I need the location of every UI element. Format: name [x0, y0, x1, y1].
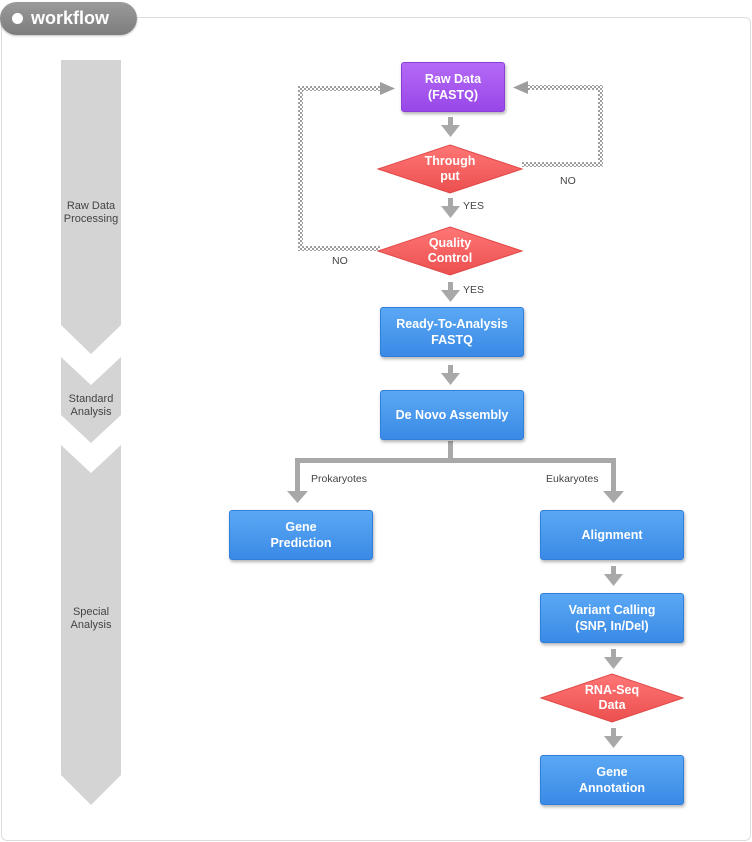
- bullet-icon: [12, 13, 23, 24]
- edge-label-quality-yes: YES: [463, 284, 485, 296]
- branch-connector: [287, 441, 624, 503]
- down-arrow-icon: [441, 198, 460, 218]
- node-variant-calling: Variant Calling (SNP, In/Del): [540, 593, 684, 643]
- stage-label-standard-analysis: Standard Analysis: [68, 393, 114, 418]
- node-gene-prediction: Gene Prediction: [229, 510, 373, 560]
- edge-label-throughput-yes: YES: [463, 200, 485, 212]
- decision-quality-control: [376, 226, 524, 276]
- decision-rna-seq-data: [539, 673, 685, 723]
- page-title: workflow: [31, 8, 110, 28]
- decision-throughput-label: Through put: [424, 154, 476, 183]
- node-alignment: Alignment: [540, 510, 684, 560]
- down-arrow-icon: [604, 728, 623, 748]
- stage-chevron-standard-analysis: [61, 357, 121, 443]
- decision-quality-control-label: Quality Control: [427, 236, 473, 265]
- down-arrow-icon: [441, 282, 460, 302]
- down-arrow-icon: [604, 649, 623, 669]
- decision-throughput: [376, 144, 524, 194]
- down-arrow-icon: [441, 365, 460, 385]
- stage-chevron-raw-data-processing: [61, 60, 121, 354]
- edge-label-eukaryotes: Eukaryotes: [546, 473, 599, 485]
- stage-label-raw-data-processing: Raw Data Processing: [63, 200, 119, 225]
- stage-chevron-special-analysis: [61, 445, 121, 805]
- node-de-novo-assembly: De Novo Assembly: [380, 390, 524, 440]
- workflow-title-badge: workflow: [0, 2, 137, 35]
- node-raw-data-fastq: Raw Data (FASTQ): [401, 62, 505, 112]
- stage-label-special-analysis: Special Analysis: [70, 606, 112, 631]
- feedback-loop-quality-no: [298, 82, 395, 251]
- node-ready-to-analysis-fastq: Ready-To-Analysis FASTQ: [380, 307, 524, 357]
- down-arrow-icon: [604, 566, 623, 586]
- feedback-loop-throughput-no: [513, 81, 603, 167]
- edge-label-prokaryotes: Prokaryotes: [311, 473, 368, 485]
- edge-label-quality-no: NO: [332, 255, 348, 267]
- down-arrow-icon: [441, 117, 460, 137]
- edge-label-throughput-no: NO: [560, 175, 576, 187]
- decision-rna-seq-data-label: RNA-Seq Data: [584, 683, 640, 712]
- node-gene-annotation: Gene Annotation: [540, 755, 684, 805]
